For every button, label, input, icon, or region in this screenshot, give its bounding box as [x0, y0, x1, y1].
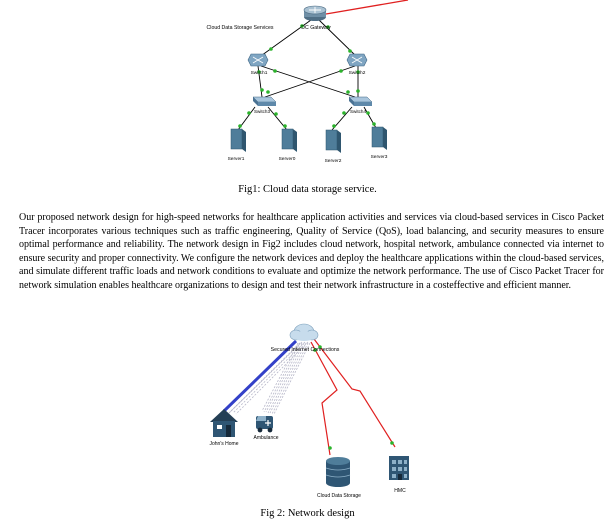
gateway-router-icon — [303, 5, 327, 21]
server2-label: Server2 — [325, 158, 342, 164]
ambulance-icon — [256, 416, 273, 433]
switch1-label: Switch1 — [251, 70, 268, 76]
figure-2-diagram: Secured Internet Connections John's Home… — [209, 323, 409, 499]
hmc-label: HMC — [394, 488, 406, 494]
wireless-link-ambulance — [261, 342, 311, 415]
figure-2: Secured Internet Connections John's Home… — [0, 305, 615, 505]
storage-label: Cloud Data Storage — [317, 493, 361, 499]
cloud-services-label: Cloud Data Storage Services — [207, 25, 274, 31]
server0-icon — [281, 128, 297, 152]
server3-icon — [371, 126, 387, 150]
home-label: John's Home — [209, 441, 238, 447]
link-status-lights — [238, 24, 376, 128]
internet-label: Secured Internet Connections — [271, 347, 340, 353]
hospital-icon — [389, 456, 409, 480]
wireless-link-home-extra — [229, 341, 309, 415]
server1-label: Server1 — [228, 156, 245, 162]
switch3-label: Switch3 — [254, 109, 271, 114]
link-status-lights-2 — [313, 345, 394, 450]
server1-icon — [230, 128, 246, 152]
red-link-storage — [310, 341, 338, 456]
switch3-icon — [252, 96, 277, 106]
server0-label: Server0 — [279, 156, 296, 162]
figure-2-caption: Fig 2: Network design — [260, 508, 355, 519]
switch4-label: Switch4 — [350, 109, 367, 114]
figure-1: DC Gateway Cloud Data Storage Services S… — [0, 0, 615, 180]
database-icon — [325, 457, 351, 487]
switch4-icon — [348, 96, 373, 106]
body-paragraph: Our proposed network design for high-spe… — [19, 212, 604, 291]
figure-1-caption: Fig1: Cloud data storage service. — [238, 184, 377, 195]
internet-cloud-icon — [289, 323, 319, 341]
switch2-icon — [346, 53, 368, 67]
switch2-label: Switch2 — [349, 70, 366, 76]
red-link-hmc — [313, 338, 396, 448]
red-link — [325, 0, 409, 15]
home-icon — [210, 409, 238, 437]
server2-icon — [325, 129, 341, 153]
figure-1-diagram: DC Gateway Cloud Data Storage Services S… — [207, 0, 409, 164]
gateway-label: DC Gateway — [301, 25, 331, 31]
server3-label: Server3 — [371, 154, 388, 160]
switch1-icon — [247, 53, 269, 67]
ambulance-label: Ambulance — [253, 435, 278, 441]
